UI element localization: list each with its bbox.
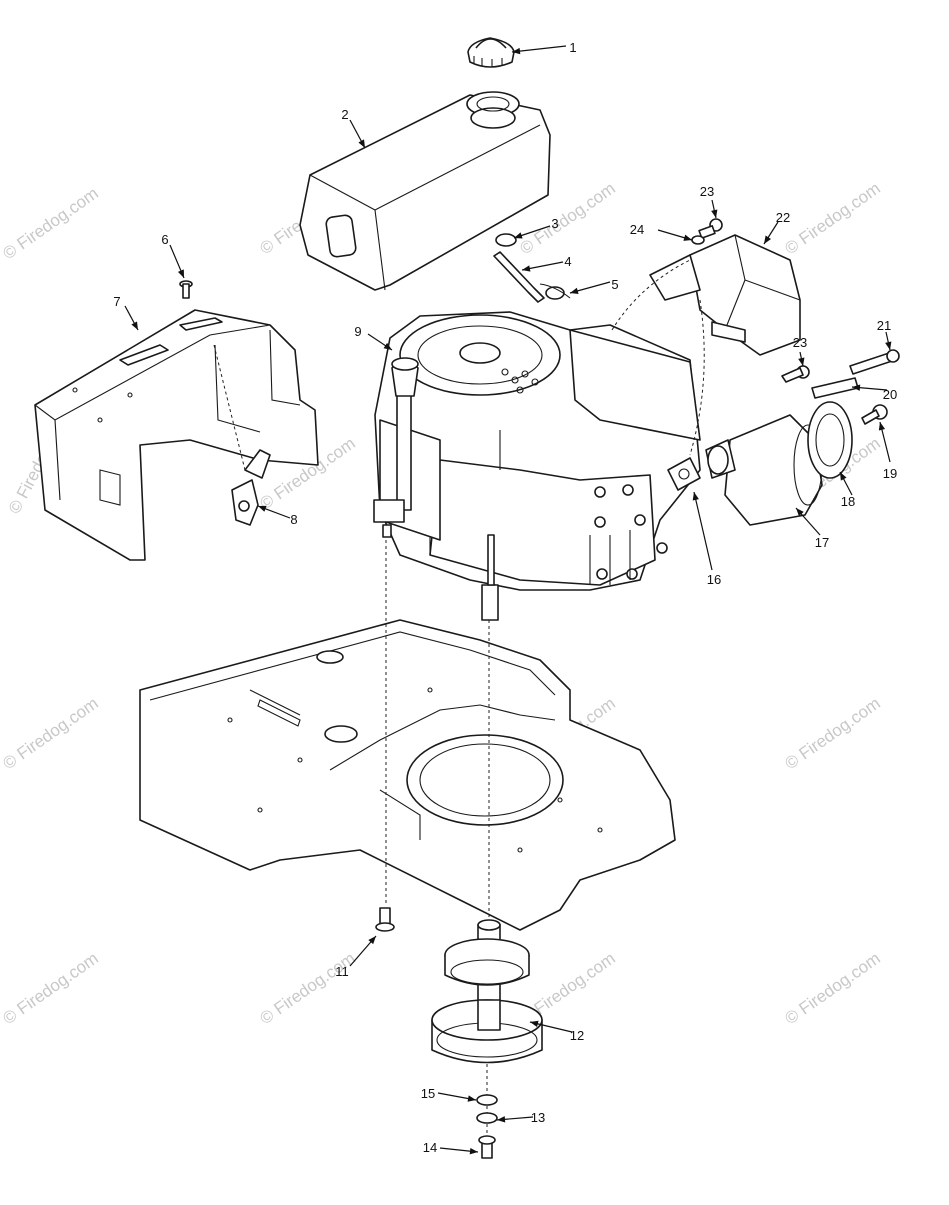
callout-label: 16 (707, 572, 721, 587)
callout-arrowhead (852, 384, 861, 391)
callout-label: 23 (700, 184, 714, 199)
heat-shield-22 (649, 234, 801, 356)
callout-label: 24 (630, 222, 644, 237)
callout-arrowhead (131, 321, 138, 330)
fuel-line-assembly (493, 233, 571, 303)
watermark: © Firedog.com (781, 179, 883, 259)
callout-arrowhead (258, 505, 267, 512)
callout-label: 17 (815, 535, 829, 550)
throttle-control (213, 344, 271, 526)
callout-arrowhead (764, 235, 771, 244)
watermark: © Firedog.com (0, 184, 102, 264)
callout-arrowhead (530, 1020, 539, 1027)
callout-leader (511, 45, 567, 53)
callout-label: 9 (354, 324, 361, 339)
callout-label: 4 (564, 254, 571, 269)
callout-arrowhead (683, 234, 692, 241)
watermark: © Firedog.com (256, 949, 358, 1029)
gasket-16 (667, 457, 701, 491)
callout-label: 7 (113, 294, 120, 309)
fuel-cap (467, 37, 515, 68)
bracket-panel (34, 309, 319, 561)
callout-arrowhead (522, 265, 531, 272)
muffler-17 (705, 414, 823, 526)
callout-label: 19 (883, 466, 897, 481)
callout-arrowhead (692, 492, 699, 501)
callout-label: 22 (776, 210, 790, 225)
callout-arrowhead (177, 269, 184, 278)
callout-arrowhead (469, 1147, 478, 1155)
callout-arrowhead (878, 422, 886, 431)
callout-arrowhead (368, 936, 376, 945)
bolt-21 (849, 349, 900, 375)
callout-label: 6 (161, 232, 168, 247)
callout-label: 1 (569, 40, 576, 55)
callout-label: 11 (335, 964, 349, 979)
callout-label: 13 (531, 1110, 545, 1125)
callout-arrowhead (512, 47, 521, 55)
screw-19 (861, 404, 888, 425)
bolt-23-side (781, 365, 810, 383)
watermark: © Firedog.com (0, 694, 102, 774)
callout-arrowhead (497, 1116, 506, 1123)
fuel-tank (299, 91, 551, 291)
callout-label: 23 (793, 335, 807, 350)
screw-6 (179, 280, 193, 299)
watermark: © Firedog.com (0, 949, 102, 1029)
bolt-11 (375, 907, 395, 932)
callout-label: 5 (611, 277, 618, 292)
callout-label: 8 (290, 512, 297, 527)
callout-leader (693, 491, 713, 571)
callout-label: 18 (841, 494, 855, 509)
callout-arrowhead (358, 139, 365, 148)
callout-label: 3 (551, 216, 558, 231)
callout-label: 12 (570, 1028, 584, 1043)
spacer-20 (811, 377, 859, 399)
callout-arrowhead (711, 209, 718, 218)
callout-label: 14 (423, 1140, 437, 1155)
callout-arrowhead (570, 287, 579, 294)
callout-label: 20 (883, 387, 897, 402)
callout-label: 15 (421, 1086, 435, 1101)
washer-24 (691, 235, 705, 245)
callout-arrowhead (383, 342, 392, 350)
callout-arrowhead (467, 1095, 476, 1102)
bolt-23-top (698, 218, 723, 239)
callout-arrowhead (514, 232, 523, 239)
callout-label: 21 (877, 318, 891, 333)
callout-arrowhead (840, 472, 847, 481)
callout-arrowhead (885, 341, 892, 350)
watermark: © Firedog.com (781, 694, 883, 774)
hardware-13-14-15 (476, 1094, 498, 1159)
engine (373, 311, 701, 621)
flange-18 (807, 401, 853, 479)
callout-label: 2 (341, 107, 348, 122)
deck-frame (139, 619, 676, 931)
pulley-assembly (431, 919, 543, 1064)
callout-arrowhead (796, 508, 804, 517)
watermark: © Firedog.com (781, 949, 883, 1029)
callout-arrowhead (798, 357, 805, 366)
